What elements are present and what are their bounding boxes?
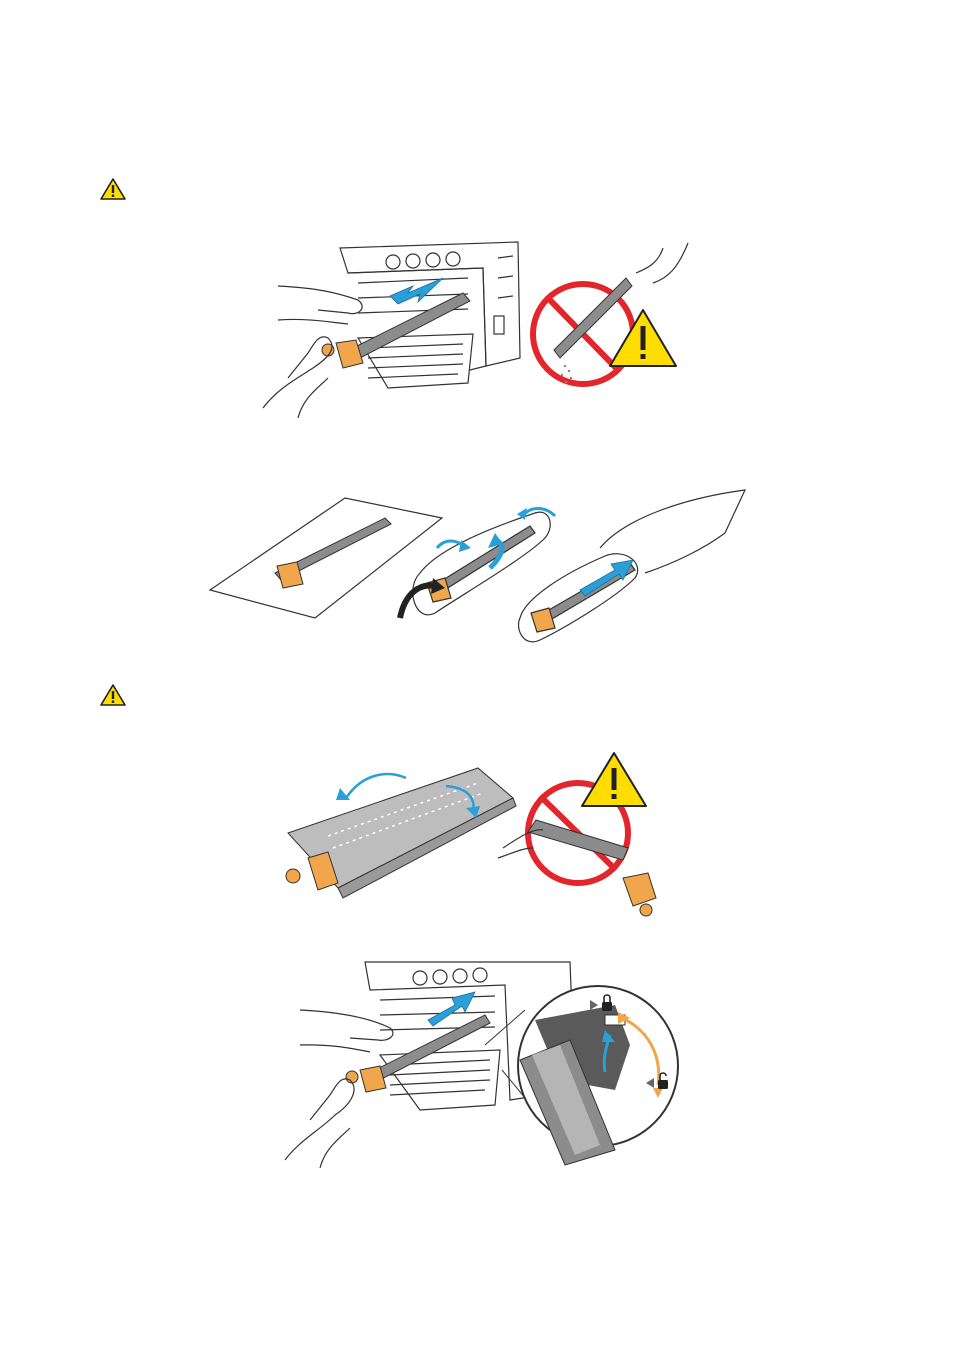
drum-cartridge-icon xyxy=(286,768,516,898)
caution-icon xyxy=(100,684,126,706)
figure-remove-cover xyxy=(278,748,678,923)
pull-arrow-icon xyxy=(390,278,443,304)
caution-icon xyxy=(100,178,126,200)
figure-insert-drum xyxy=(270,960,680,1172)
figure-remove-drum xyxy=(258,238,698,423)
figure-bag-drum xyxy=(205,478,750,653)
warning-triangle-icon xyxy=(582,753,646,806)
bag-icon xyxy=(413,512,550,615)
